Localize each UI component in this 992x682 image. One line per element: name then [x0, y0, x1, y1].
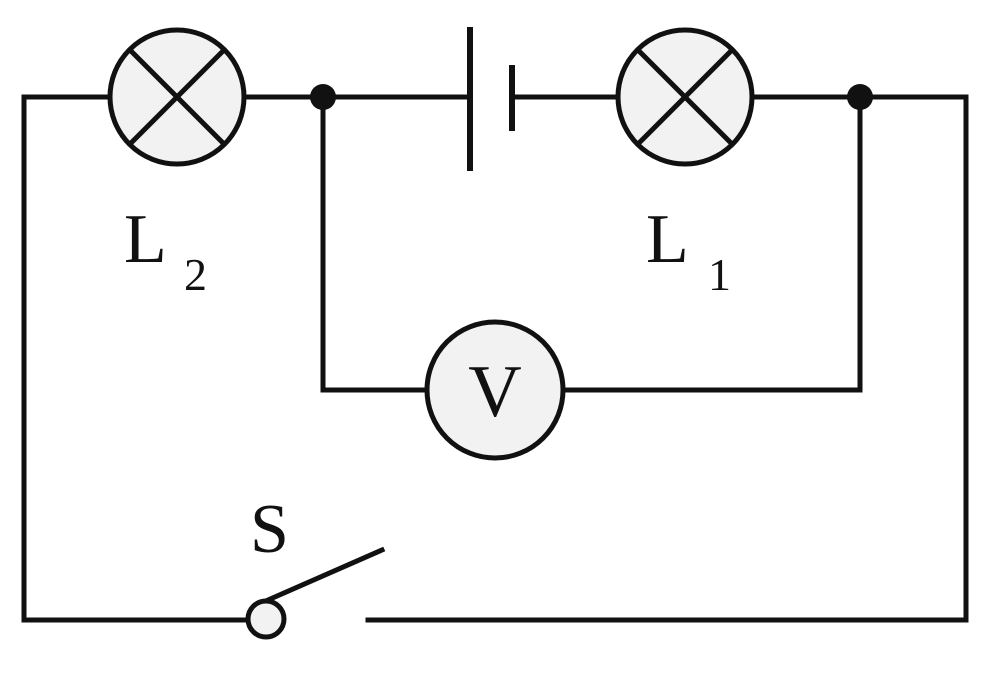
battery-icon [467, 27, 515, 171]
junction-left [310, 84, 336, 110]
wire-left-upper [21, 94, 251, 623]
switch-icon [245, 546, 386, 640]
lamp-l1-label: L [646, 201, 689, 278]
wire-voltmeter-right [561, 94, 863, 393]
junction-right [847, 84, 873, 110]
lamp-l2-label: L [124, 201, 167, 278]
lamp-l2-subscript: 2 [184, 249, 207, 300]
lamp-l1-subscript: 1 [708, 249, 731, 300]
voltmeter-icon: V [424, 319, 566, 461]
wire-voltmeter-left [320, 94, 429, 393]
voltmeter-label: V [468, 351, 521, 433]
switch-label: S [250, 491, 289, 568]
lamp-l1-icon [615, 27, 755, 167]
lamp-l2-icon [107, 27, 247, 167]
